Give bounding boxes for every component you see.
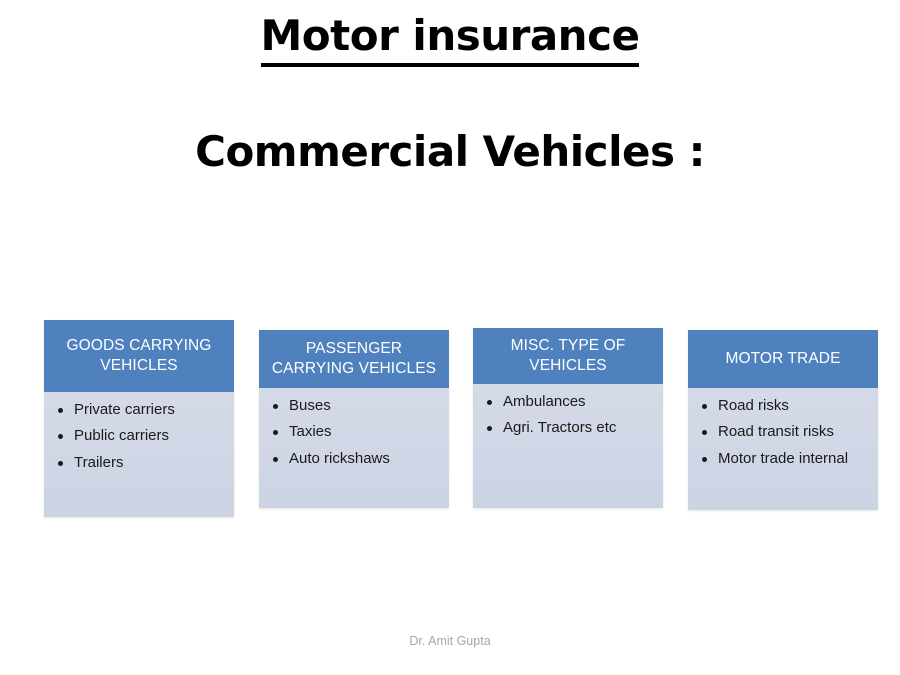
list-item: Private carriers <box>54 401 228 419</box>
list-item: Motor trade internal <box>698 450 872 468</box>
page-title-text: Motor insurance <box>260 12 640 68</box>
list-item: Buses <box>269 397 443 415</box>
list-item: Public carriers <box>54 427 228 445</box>
card-header-label: PASSENGER CARRYING VEHICLES <box>259 330 449 388</box>
list-item: Taxies <box>269 423 443 441</box>
card-header-label: MISC. TYPE OF VEHICLES <box>473 328 663 384</box>
card-item-list: Private carriers Public carriers Trailer… <box>54 401 228 472</box>
list-item: Agri. Tractors etc <box>483 419 657 437</box>
category-card-motor-trade: MOTOR TRADE Road risks Road transit risk… <box>688 330 878 510</box>
page-title: Motor insurance <box>0 12 900 68</box>
category-card-misc-type-of-vehicles: MISC. TYPE OF VEHICLES Ambulances Agri. … <box>473 328 663 508</box>
card-header-label: MOTOR TRADE <box>688 330 878 388</box>
list-item: Road risks <box>698 397 872 415</box>
card-item-list: Buses Taxies Auto rickshaws <box>269 397 443 468</box>
slide-footer-author: Dr. Amit Gupta <box>409 634 491 648</box>
card-item-list: Road risks Road transit risks Motor trad… <box>698 397 872 468</box>
list-item: Ambulances <box>483 393 657 411</box>
category-card-goods-carrying-vehicles: GOODS CARRYING VEHICLES Private carriers… <box>44 320 234 517</box>
list-item: Road transit risks <box>698 423 872 441</box>
card-body: Road risks Road transit risks Motor trad… <box>688 388 878 482</box>
page-subtitle: Commercial Vehicles : <box>195 127 705 176</box>
card-item-list: Ambulances Agri. Tractors etc <box>483 393 657 438</box>
category-card-group: GOODS CARRYING VEHICLES Private carriers… <box>0 300 900 530</box>
category-card-passenger-carrying-vehicles: PASSENGER CARRYING VEHICLES Buses Taxies… <box>259 330 449 508</box>
list-item: Trailers <box>54 454 228 472</box>
card-body: Ambulances Agri. Tractors etc <box>473 384 663 452</box>
card-body: Private carriers Public carriers Trailer… <box>44 392 234 486</box>
card-header-label: GOODS CARRYING VEHICLES <box>44 320 234 392</box>
card-body: Buses Taxies Auto rickshaws <box>259 388 449 482</box>
list-item: Auto rickshaws <box>269 450 443 468</box>
